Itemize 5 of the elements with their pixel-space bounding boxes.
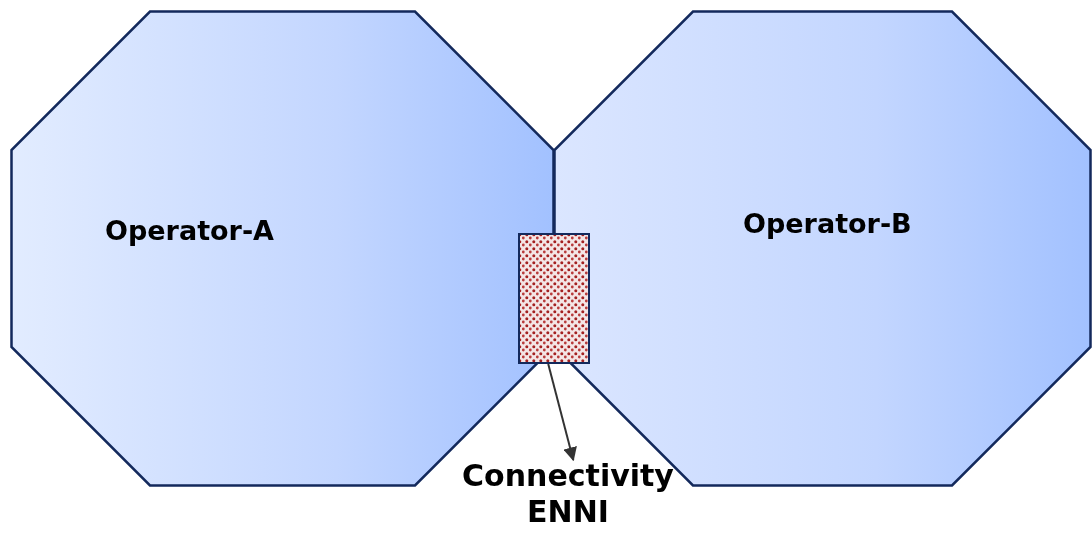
- patterned-box: [518, 233, 590, 364]
- arrow: [547, 363, 577, 462]
- operator-label: Operator-A: [105, 215, 274, 246]
- operator-label: Operator-B: [743, 208, 912, 239]
- callout-label: Connectivity ENNI: [436, 458, 700, 530]
